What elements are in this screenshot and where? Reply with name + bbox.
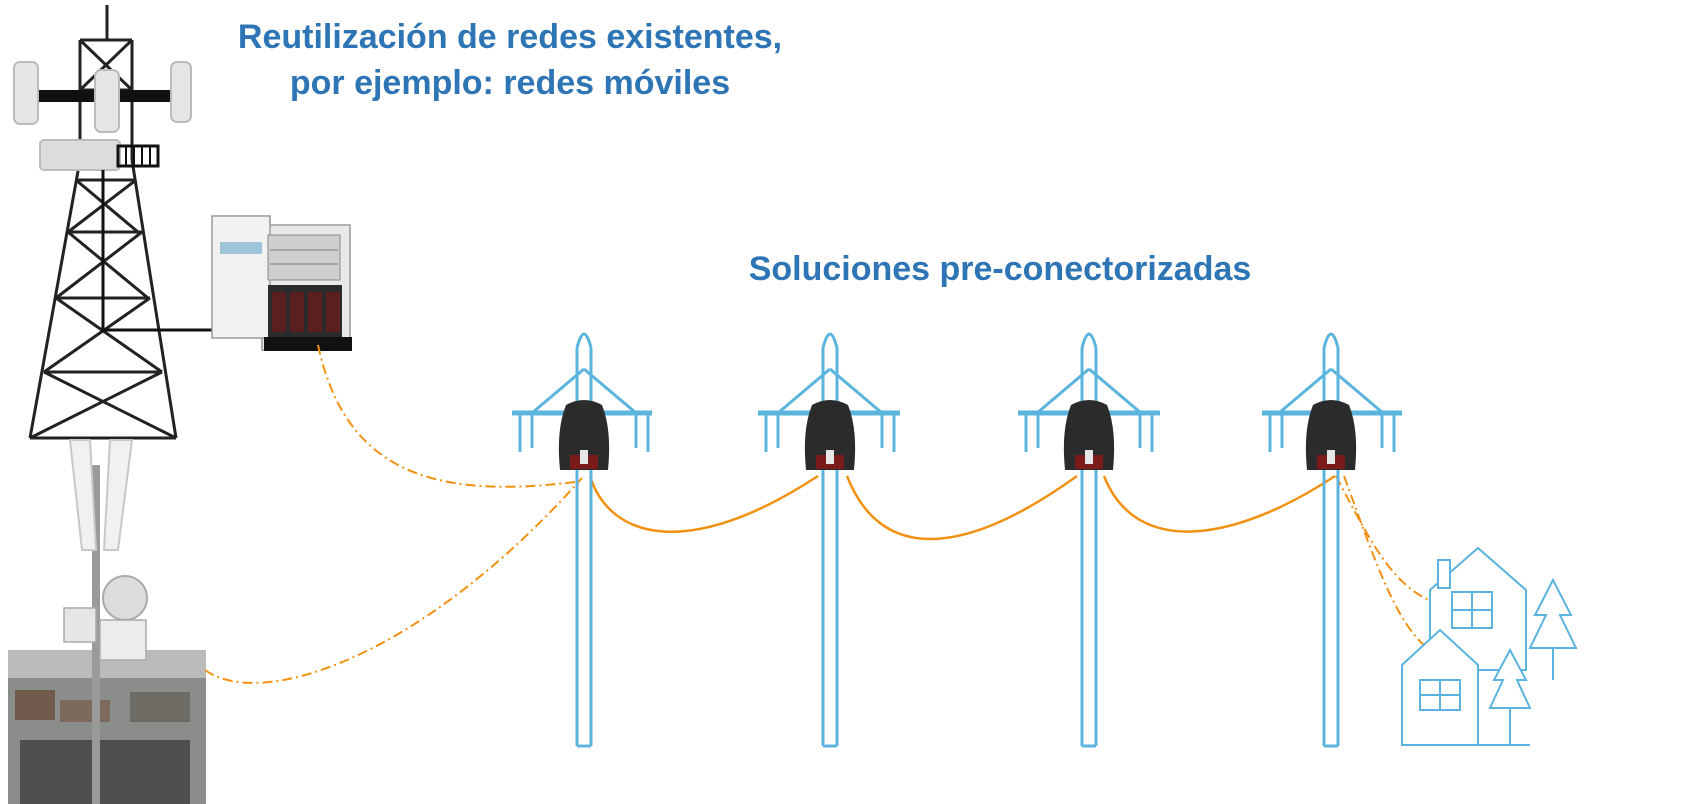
utility-pole-4 (1262, 332, 1402, 748)
utility-pole-3 (1018, 332, 1160, 748)
reuse-networks-heading: Reutilización de redes existentes, por e… (200, 14, 820, 106)
tower-cable (101, 170, 212, 332)
reuse-heading-line-2: por ejemplo: redes móviles (289, 64, 731, 102)
fiber-closure-icon (558, 400, 1357, 470)
reuse-heading-line-1: Reutilización de redes existentes, (237, 18, 783, 56)
house-icon (1401, 546, 1527, 746)
utility-pole-2 (758, 332, 900, 748)
street-cabinet-icon (211, 215, 352, 351)
tower-antenna-icon (13, 61, 192, 171)
solid-fiber-drops (588, 474, 1336, 541)
preconnectorized-heading: Soluciones pre-conectorizadas (748, 250, 1252, 288)
rooftop-antenna-mast-icon (8, 439, 206, 804)
tree-icon (1478, 577, 1578, 746)
utility-pole-1 (512, 332, 652, 748)
dashed-fiber-links (204, 344, 1446, 684)
